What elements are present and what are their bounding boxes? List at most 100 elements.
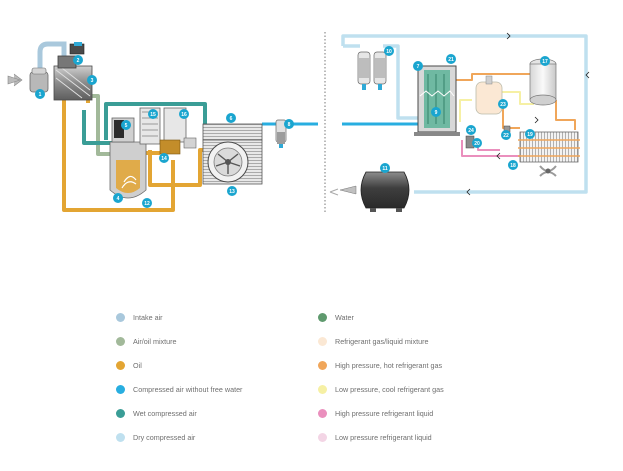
number-badges: 1 2 3 4 5 6 7 8 9 10 11 12 13 14 15 16 1… (35, 46, 550, 208)
badge-number: 2 (77, 58, 80, 64)
legend-swatch (318, 361, 327, 370)
legend-item-wet-air: Wet compressed air (116, 409, 197, 418)
badge-number: 14 (161, 156, 167, 162)
legend-label: High pressure, hot refrigerant gas (335, 361, 443, 370)
badge-2: 2 (73, 55, 83, 65)
intake-pipe (37, 41, 67, 84)
legend-item-hot-gas: High pressure, hot refrigerant gas (318, 361, 442, 370)
badge-number: 8 (288, 122, 291, 128)
flow-arrows (466, 32, 590, 196)
badge-13: 13 (227, 186, 237, 196)
legend-item-compressed-air: Compressed air without free water (116, 385, 242, 394)
badge-5: 5 (121, 120, 131, 130)
badge-7: 7 (413, 61, 423, 71)
badge-18: 18 (508, 160, 518, 170)
legend-swatch (318, 337, 327, 346)
air-filter (7, 67, 49, 93)
badge-1: 1 (35, 89, 45, 99)
air-oil-lines (92, 94, 118, 156)
legend-swatch (318, 433, 327, 442)
badge-number: 7 (417, 64, 420, 70)
badge-number: 12 (144, 201, 150, 207)
legend-swatch (116, 337, 125, 346)
badge-number: 4 (117, 196, 120, 202)
legend-label: Low pressure refrigerant liquid (335, 433, 432, 442)
badge-11: 11 (380, 163, 390, 173)
badge-number: 20 (474, 141, 480, 147)
air-receiver-tank (329, 171, 410, 212)
badge-20: 20 (472, 138, 482, 148)
badge-4: 4 (113, 193, 123, 203)
legend-item-water: Water (318, 313, 354, 322)
badge-10: 10 (384, 46, 394, 56)
badge-21: 21 (446, 54, 456, 64)
cooler-block (202, 123, 263, 185)
compressor-section (7, 41, 318, 212)
legend-item-air-oil: Air/oil mixture (116, 337, 177, 346)
legend-item-refrigerant-mixture: Refrigerant gas/liquid mixture (318, 337, 428, 346)
legend-item-dry-air: Dry compressed air (116, 433, 195, 442)
dry-air-lines (341, 34, 588, 194)
badge-number: 3 (91, 78, 94, 84)
badge-12: 12 (142, 198, 152, 208)
badge-number: 18 (510, 163, 516, 169)
legend-label: Wet compressed air (133, 409, 197, 418)
badge-8: 8 (284, 119, 294, 129)
legend-swatch (318, 409, 327, 418)
legend-swatch (116, 313, 125, 322)
legend-swatch (116, 385, 125, 394)
refrigerant-lines (456, 73, 576, 161)
wet-air-lines (82, 102, 207, 145)
badge-number: 5 (125, 123, 128, 129)
badge-16: 16 (179, 109, 189, 119)
badge-number: 21 (448, 57, 454, 63)
badge-number: 15 (150, 112, 156, 118)
legend-label: Water (335, 313, 354, 322)
badge-3: 3 (87, 75, 97, 85)
legend-item-hp-liquid: High pressure refrigerant liquid (318, 409, 433, 418)
badge-15: 15 (148, 109, 158, 119)
badge-24: 24 (466, 125, 476, 135)
heat-exchanger (414, 65, 460, 136)
badge-number: 6 (230, 116, 233, 122)
outlet-filter (275, 119, 287, 148)
badge-number: 10 (386, 49, 392, 55)
badge-number: 22 (503, 133, 509, 139)
legend-label: Refrigerant gas/liquid mixture (335, 337, 429, 346)
legend-swatch (116, 361, 125, 370)
badge-6: 6 (226, 113, 236, 123)
legend-item-oil: Oil (116, 361, 142, 370)
legend-swatch (318, 385, 327, 394)
legend-swatch (116, 433, 125, 442)
legend-item-intake-air: Intake air (116, 313, 163, 322)
legend-item-lp-liquid: Low pressure refrigerant liquid (318, 433, 432, 442)
legend-item-cool-gas: Low pressure, cool refrigerant gas (318, 385, 444, 394)
badge-23: 23 (498, 99, 508, 109)
badge-number: 23 (500, 102, 506, 108)
legend-label: Air/oil mixture (133, 337, 177, 346)
legend-label: Oil (133, 361, 142, 370)
legend-label: High pressure refrigerant liquid (335, 409, 434, 418)
badge-9: 9 (431, 107, 441, 117)
legend-label: Compressed air without free water (133, 385, 243, 394)
compressor-element (53, 42, 93, 101)
badge-number: 24 (468, 128, 474, 134)
refrigerant-receiver (475, 75, 503, 115)
refrigerant-compressor (529, 58, 557, 106)
legend-swatch (318, 313, 327, 322)
legend-label: Intake air (133, 313, 163, 322)
legend-swatch (116, 409, 125, 418)
badge-number: 9 (435, 110, 438, 116)
badge-number: 13 (229, 189, 235, 195)
badge-22: 22 (501, 130, 511, 140)
badge-19: 19 (525, 129, 535, 139)
badge-14: 14 (159, 153, 169, 163)
badge-number: 11 (382, 166, 388, 172)
dryer-section (329, 32, 590, 212)
condenser (518, 131, 580, 177)
badge-17: 17 (540, 56, 550, 66)
badge-number: 1 (39, 92, 42, 98)
legend-label: Low pressure, cool refrigerant gas (335, 385, 444, 394)
legend-label: Dry compressed air (133, 433, 196, 442)
